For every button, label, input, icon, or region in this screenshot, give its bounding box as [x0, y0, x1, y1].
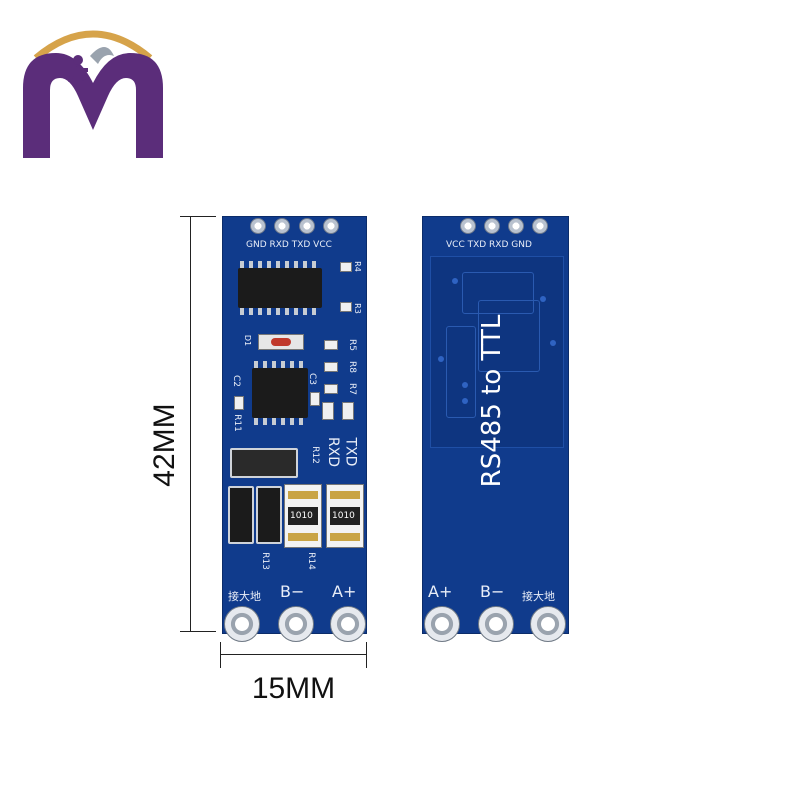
- fuse: [284, 484, 322, 548]
- transceiver-chip: [238, 261, 322, 315]
- resistor: [324, 384, 338, 394]
- front-terminal-label-b: B−: [280, 582, 305, 601]
- label-d1: D1: [243, 334, 253, 347]
- header-pin: [484, 218, 500, 234]
- trace: [462, 272, 534, 314]
- resistor: [340, 262, 352, 272]
- header-pin: [299, 218, 315, 234]
- via: [462, 382, 468, 388]
- resistor: [324, 340, 338, 350]
- front-board: GND RXD TXD VCC 1010 1010 R4 R3 D1 R5 R8: [222, 216, 367, 642]
- fuse-label: 1010: [332, 511, 355, 521]
- label-r5: R5: [346, 339, 357, 351]
- resistor: [324, 362, 338, 372]
- trace: [478, 300, 540, 372]
- label-r8: R8: [346, 361, 357, 373]
- fuse-label: 1010: [290, 511, 313, 521]
- header-pin: [508, 218, 524, 234]
- width-dimension-tick-left: [220, 642, 221, 668]
- screw-terminal: [478, 606, 514, 642]
- protection-diode: [256, 486, 282, 544]
- brand-logo: [18, 18, 168, 163]
- tvs-diode: [230, 448, 298, 478]
- label-c2: C2: [231, 374, 242, 388]
- rxd-led: [342, 402, 354, 420]
- fuse: [326, 484, 364, 548]
- height-dimension-tick-top: [180, 216, 216, 217]
- back-board-title: RS485 to TTL: [477, 314, 507, 488]
- header-pin: [250, 218, 266, 234]
- via: [462, 398, 468, 404]
- back-header-labels: VCC TXD RXD GND: [446, 240, 532, 250]
- width-dimension-tick-right: [366, 642, 367, 668]
- back-terminal-label-ground: 接大地: [522, 590, 555, 603]
- front-terminal-label-ground: 接大地: [228, 590, 261, 603]
- screw-terminal: [224, 606, 260, 642]
- via: [438, 356, 444, 362]
- screw-terminal: [424, 606, 460, 642]
- header-pin: [274, 218, 290, 234]
- resistor: [340, 302, 352, 312]
- screw-terminal: [278, 606, 314, 642]
- label-r4: R4: [352, 261, 362, 272]
- capacitor: [234, 396, 244, 410]
- height-dimension-label: 42MM: [148, 403, 181, 487]
- resistor: [310, 392, 320, 406]
- back-board: VCC TXD RXD GND RS485 to TTL A+ B− 接大地: [422, 216, 569, 642]
- logo-graphic: [23, 30, 163, 158]
- screw-terminal: [330, 606, 366, 642]
- header-pin: [532, 218, 548, 234]
- trace: [446, 326, 476, 418]
- via: [452, 278, 458, 284]
- label-rxd: RXD: [325, 436, 342, 468]
- via: [540, 296, 546, 302]
- front-terminal-label-a: A+: [332, 582, 357, 601]
- label-r14: R14: [305, 552, 316, 570]
- label-txd: TXD: [342, 437, 359, 467]
- label-r12: R12: [309, 446, 320, 464]
- back-terminal-label-a: A+: [428, 582, 453, 601]
- label-r13: R13: [259, 552, 270, 570]
- txd-led: [322, 402, 334, 420]
- height-dimension-tick-bottom: [180, 631, 216, 632]
- width-dimension-label: 15MM: [251, 672, 336, 705]
- screw-terminal: [530, 606, 566, 642]
- header-pin: [460, 218, 476, 234]
- label-c3: C3: [307, 372, 318, 386]
- width-dimension-line: [220, 654, 367, 655]
- driver-chip: [252, 361, 308, 425]
- height-dimension-line: [190, 216, 191, 632]
- label-r7: R7: [346, 383, 357, 395]
- protection-diode: [228, 486, 254, 544]
- back-terminal-label-b: B−: [480, 582, 505, 601]
- diode-d1: [258, 334, 304, 350]
- header-pin: [323, 218, 339, 234]
- label-r3: R3: [352, 303, 362, 314]
- label-r11: R11: [231, 414, 242, 432]
- via: [550, 340, 556, 346]
- copper-area: [430, 256, 564, 448]
- front-header-labels: GND RXD TXD VCC: [246, 240, 332, 250]
